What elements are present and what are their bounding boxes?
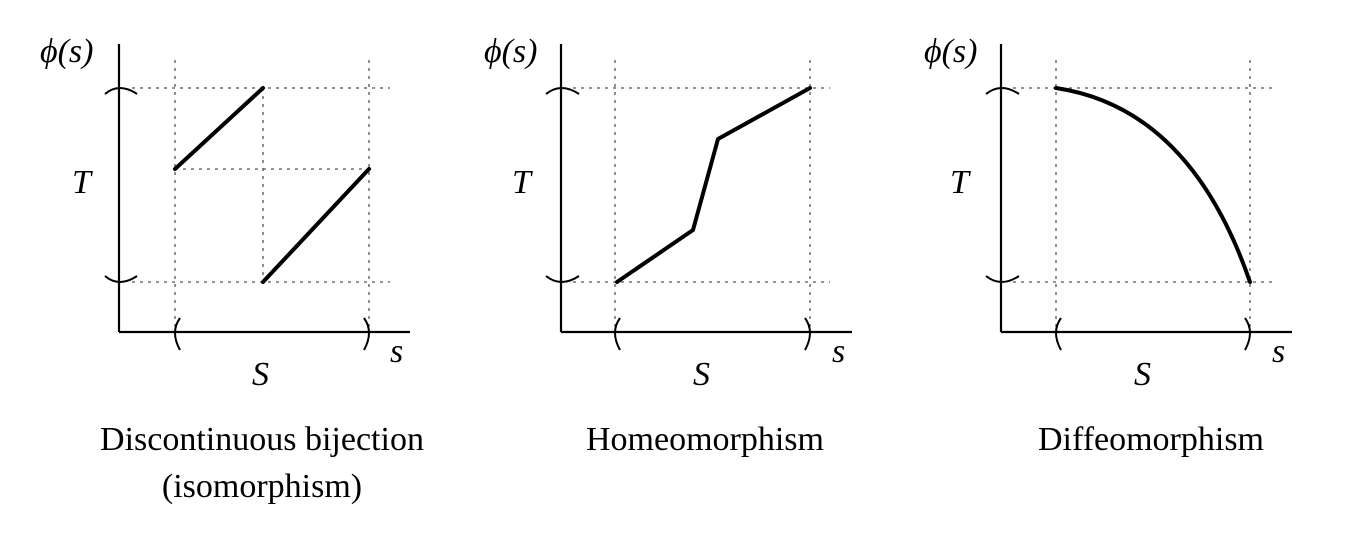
map-segment-1 <box>173 86 265 171</box>
caption-line-2: (isomorphism) <box>162 468 362 505</box>
panel-discontinuous-bijection: ϕ(s) T S s Discontinuous bijection (isom… <box>40 33 424 505</box>
range-top-paren <box>545 87 580 95</box>
domain-close-paren <box>363 317 370 351</box>
domain-open-paren <box>174 317 181 351</box>
caption-line-1: Discontinuous bijection <box>100 421 424 458</box>
y-axis-label: ϕ(s) <box>484 33 537 70</box>
domain-close-paren <box>804 317 811 351</box>
panel-diffeomorphism: ϕ(s) T S s Diffeomorphism <box>924 33 1292 458</box>
domain-label: S <box>1134 356 1151 393</box>
y-axis-label: ϕ(s) <box>40 33 93 70</box>
domain-label: S <box>252 356 269 393</box>
range-top-paren <box>104 87 138 95</box>
range-bottom-paren <box>545 275 580 283</box>
range-bottom-paren <box>985 275 1020 283</box>
range-top-paren <box>985 87 1020 95</box>
domain-open-paren <box>614 317 621 351</box>
map-smooth-curve <box>1054 86 1252 284</box>
range-label: T <box>512 164 533 201</box>
domain-close-paren <box>1244 317 1251 351</box>
caption-line-1: Diffeomorphism <box>1038 421 1264 458</box>
domain-label: S <box>693 356 710 393</box>
y-axis-label: ϕ(s) <box>924 33 977 70</box>
range-label: T <box>950 164 971 201</box>
panel-homeomorphism: ϕ(s) T S s Homeomorphism <box>484 33 852 458</box>
x-axis-label: s <box>1272 333 1285 370</box>
x-axis-label: s <box>832 333 845 370</box>
caption-line-1: Homeomorphism <box>586 421 824 458</box>
range-bottom-paren <box>104 275 138 283</box>
x-axis-label: s <box>390 333 403 370</box>
domain-open-paren <box>1055 317 1062 351</box>
map-segment-2 <box>261 167 371 284</box>
map-piecewise-curve <box>615 86 812 284</box>
range-label: T <box>72 164 93 201</box>
